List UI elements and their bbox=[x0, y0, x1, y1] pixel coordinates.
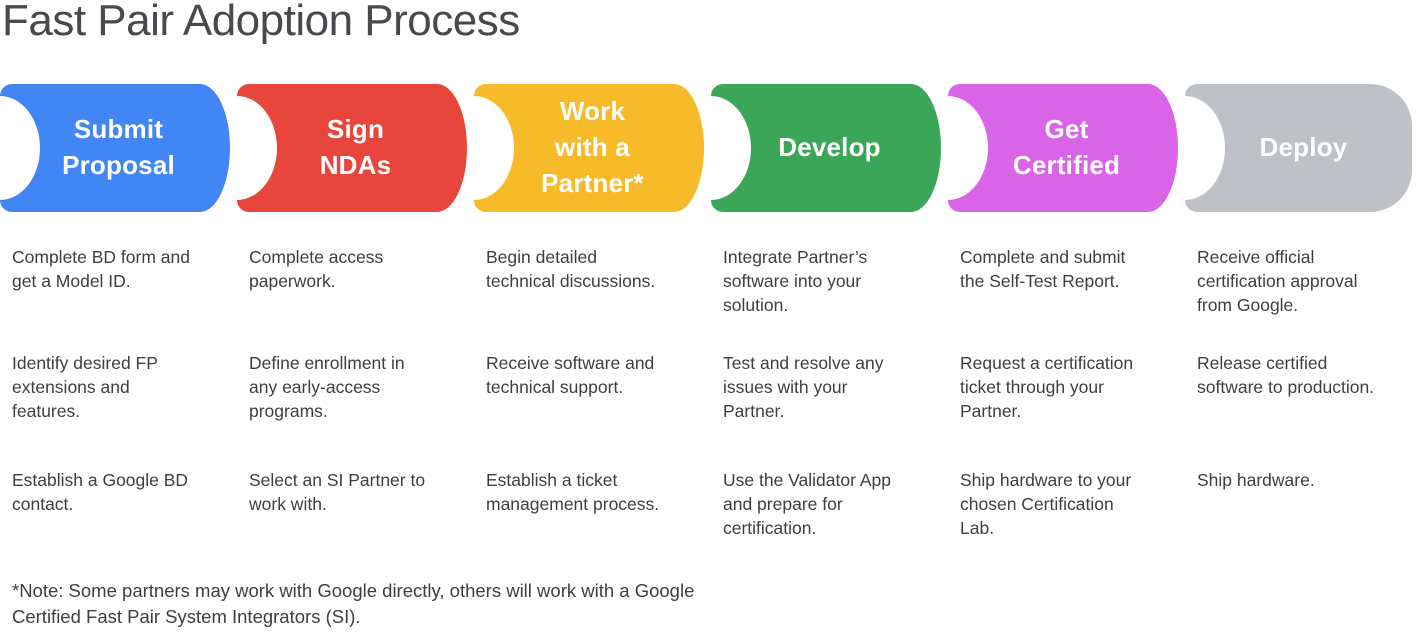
stage-label: Deploy bbox=[1259, 132, 1348, 163]
stage-detail-item: Ship hardware to your chosen Certificati… bbox=[960, 470, 1132, 538]
stage-detail-item: Select an SI Partner to work with. bbox=[249, 470, 426, 514]
stage-detail-item: Begin detailed technical discussions. bbox=[486, 247, 656, 291]
stage-shape-path bbox=[237, 84, 467, 212]
stage-develop: Develop bbox=[711, 84, 948, 212]
stage-work-with-partner: Work with a Partner* bbox=[474, 84, 711, 212]
stage-label: Get Certified bbox=[1012, 114, 1121, 180]
page-title: Fast Pair Adoption Process bbox=[2, 0, 520, 45]
stage-detail-item: Request a certification ticket through y… bbox=[960, 353, 1134, 421]
stage-shape bbox=[1185, 84, 1412, 212]
stage-detail-item: Complete BD form and get a Model ID. bbox=[12, 247, 190, 291]
stage-shape-path bbox=[0, 84, 230, 212]
stage-shape-path bbox=[948, 84, 1178, 212]
stage-detail-item: Integrate Partner’s software into your s… bbox=[723, 247, 868, 315]
stage-detail-item: Test and resolve any issues with your Pa… bbox=[723, 353, 884, 421]
stage-shape bbox=[948, 84, 1178, 212]
stage-detail-item: Complete and submit the Self-Test Report… bbox=[960, 247, 1126, 291]
stage-get-certified: Get Certified bbox=[948, 84, 1185, 212]
stage-shape-path bbox=[711, 84, 941, 212]
stage-shape-path bbox=[1185, 84, 1412, 212]
stage-detail-item: Release certified software to production… bbox=[1197, 353, 1375, 397]
stage-detail-item: Use the Validator App and prepare for ce… bbox=[723, 470, 891, 538]
stage-detail-item: Establish a Google BD contact. bbox=[12, 470, 189, 514]
process-flow: Submit Proposal Sign NDAs Work with a Pa… bbox=[0, 84, 1422, 212]
stage-shape bbox=[711, 84, 941, 212]
stage-deploy: Deploy bbox=[1185, 84, 1422, 212]
stage-detail-item: Define enrollment in any early-access pr… bbox=[249, 353, 405, 421]
stage-label: Sign NDAs bbox=[319, 114, 392, 180]
stage-shape bbox=[237, 84, 467, 212]
stage-detail-item: Establish a ticket management process. bbox=[486, 470, 660, 514]
stage-submit-proposal: Submit Proposal bbox=[0, 84, 237, 212]
stage-detail-item: Complete access paperwork. bbox=[249, 247, 384, 291]
stage-shape bbox=[474, 84, 704, 212]
stage-label: Develop bbox=[778, 132, 881, 163]
stage-detail-item: Receive official certification approval … bbox=[1197, 247, 1358, 315]
stage-label: Submit Proposal bbox=[62, 114, 175, 180]
stage-shape bbox=[0, 84, 230, 212]
stage-detail-item: Receive software and technical support. bbox=[486, 353, 655, 397]
stage-shape-path bbox=[474, 84, 704, 212]
stage-detail-item: Ship hardware. bbox=[1197, 470, 1315, 490]
stage-label: Work with a Partner* bbox=[541, 96, 644, 198]
stage-detail-item: Identify desired FP extensions and featu… bbox=[12, 353, 158, 421]
footnote: *Note: Some partners may work with Googl… bbox=[12, 580, 695, 627]
stage-sign-ndas: Sign NDAs bbox=[237, 84, 474, 212]
stage-details: Complete BD form and get a Model ID. Com… bbox=[0, 246, 1422, 540]
